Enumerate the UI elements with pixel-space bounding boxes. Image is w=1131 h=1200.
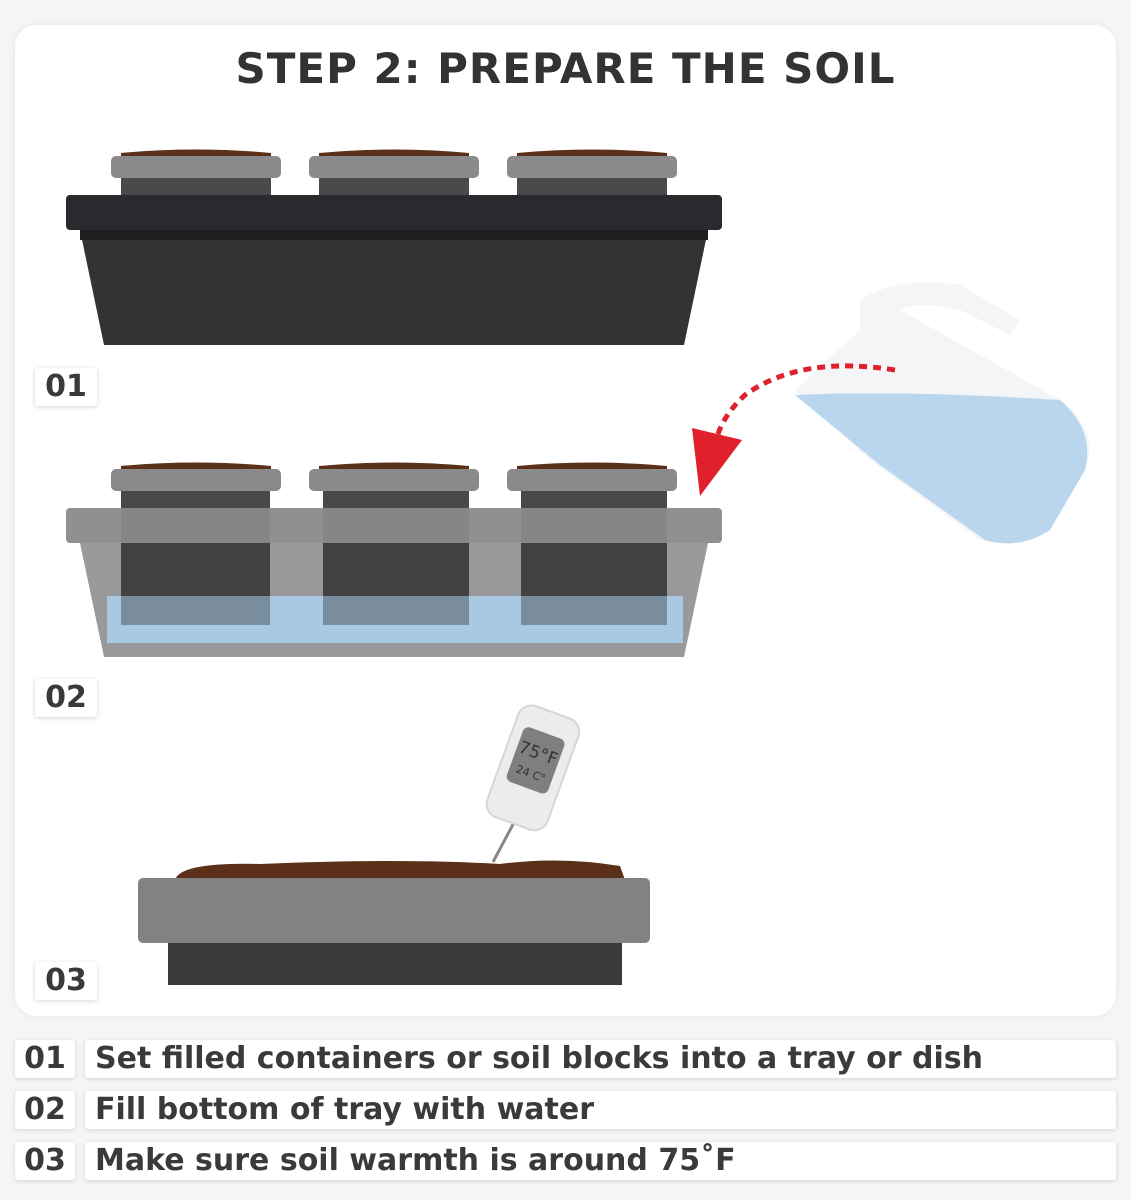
pot <box>507 149 677 196</box>
page-title: STEP 2: PREPARE THE SOIL <box>235 44 896 93</box>
pour-arrow-icon <box>692 363 896 496</box>
step-number: 02 <box>15 1091 75 1129</box>
scene-label-03: 03 <box>35 962 97 1000</box>
step-text: Set filled containers or soil blocks int… <box>85 1040 1116 1078</box>
pot <box>111 149 281 196</box>
step-text: Make sure soil warmth is around 75˚F <box>85 1142 1116 1180</box>
scene-label-01: 01 <box>35 368 97 406</box>
illustrations: 75°F 24 C° <box>66 149 1090 985</box>
scene-label-02: 02 <box>35 679 97 717</box>
thermometer-icon: 75°F 24 C° <box>485 704 581 832</box>
step-text: Fill bottom of tray with water <box>85 1091 1116 1129</box>
step-number: 01 <box>15 1040 75 1078</box>
pot <box>309 149 479 196</box>
tray-with-pots-water <box>66 462 722 657</box>
tray-with-pots-dry <box>66 149 722 345</box>
seed-tray-with-thermometer: 75°F 24 C° <box>138 704 650 985</box>
water-pitcher-icon <box>795 282 1090 544</box>
step-number: 03 <box>15 1142 75 1180</box>
